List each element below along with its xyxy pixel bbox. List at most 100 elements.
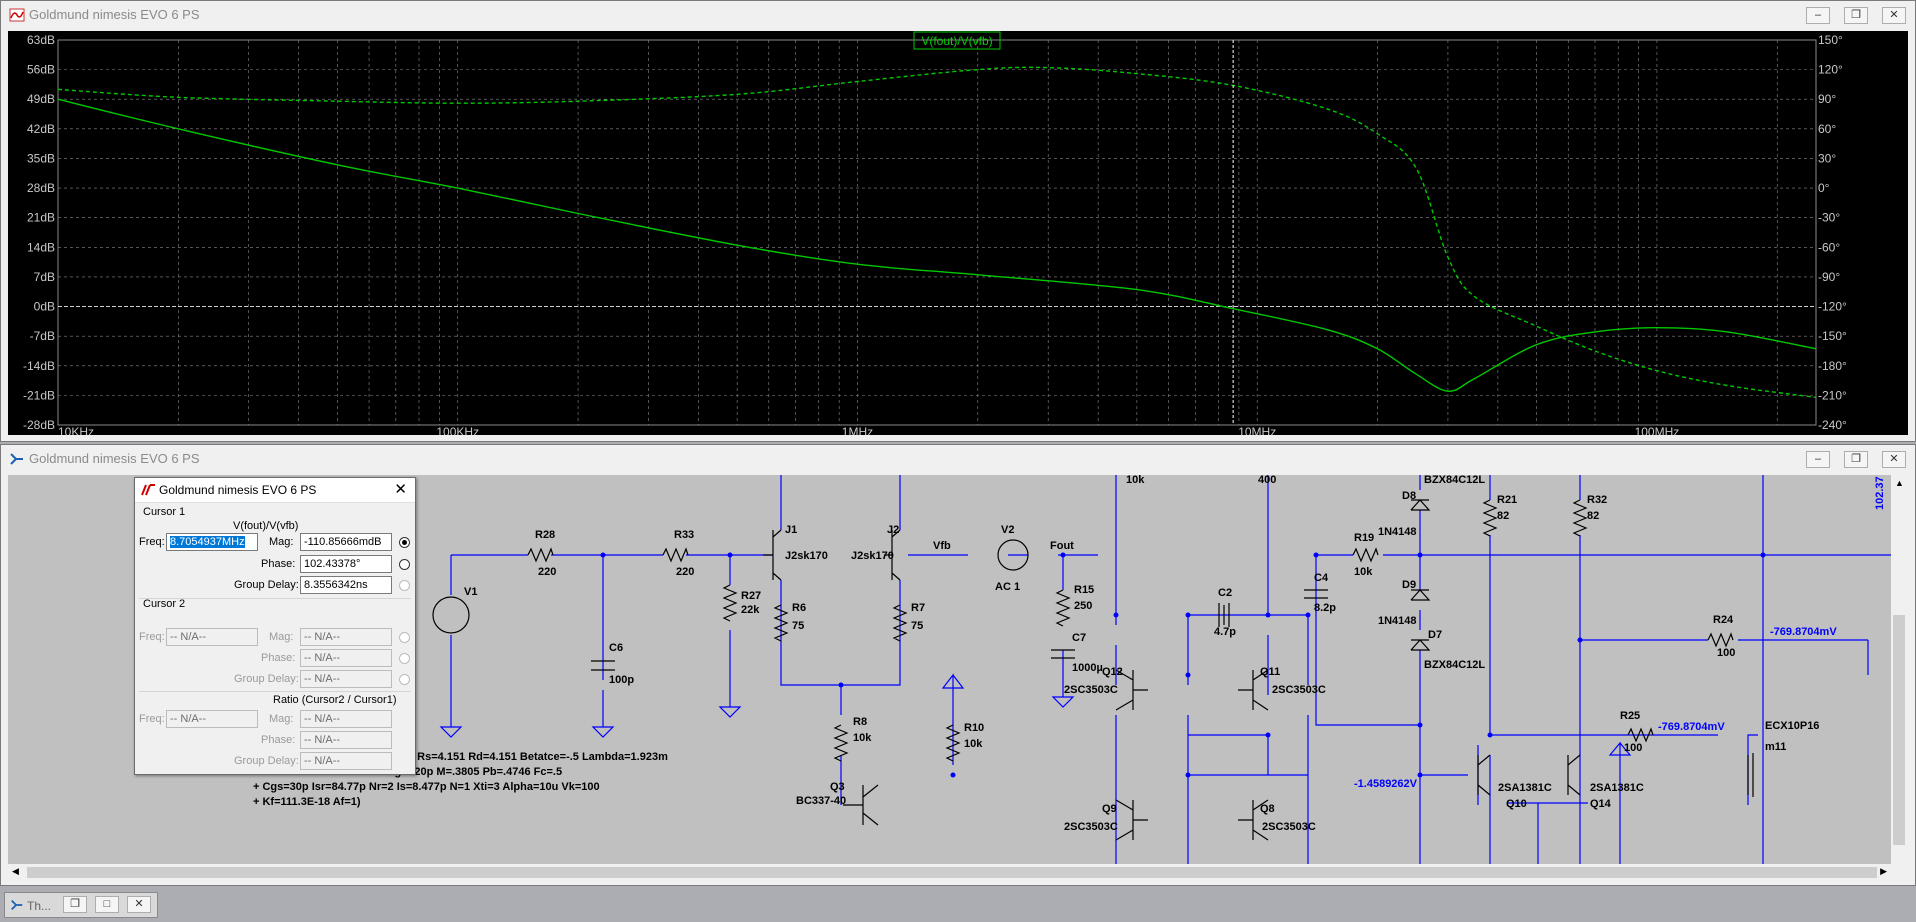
label-c4-value: 8.2p	[1314, 602, 1336, 614]
scroll-left-arrow[interactable]: ◀	[12, 866, 19, 876]
label-q3: Q3	[830, 781, 845, 793]
label-r21: R21	[1497, 494, 1517, 506]
group-delay-radio-2[interactable]	[399, 674, 410, 685]
minimized-window-bar: Th... ❐ □ ✕	[0, 890, 1916, 922]
vertical-scroll-thumb[interactable]	[1893, 615, 1905, 845]
schematic-small-icon	[11, 900, 23, 910]
label-q14-model: 2SA1381C	[1590, 782, 1644, 794]
voltage-label-1: -769.8704mV	[1770, 626, 1837, 638]
label-r33-value: 220	[676, 566, 694, 578]
label-q12-model: 2SC3503C	[1064, 684, 1118, 696]
label-r7-value: 75	[911, 620, 923, 632]
phase-label-ratio: Phase:	[261, 734, 296, 746]
cursor-1-group-delay-field[interactable]: 8.3556342ns	[300, 576, 392, 594]
trace-label[interactable]: V(fout)/V(vfb)	[921, 34, 992, 48]
label-j1-model: J2sk170	[785, 550, 828, 562]
y-right-tick-label: -30°	[1818, 211, 1840, 225]
cursor-1-phase-field[interactable]: 102.43378°	[300, 555, 392, 573]
label-q10: Q10	[1506, 798, 1527, 810]
horizontal-scroll-thumb[interactable]	[27, 867, 1877, 878]
cursor-1-mag-field[interactable]: -110.85666mdB	[300, 533, 392, 551]
label-q3-model: BC337-40	[796, 795, 846, 807]
cursor-dialog-titlebar[interactable]: Goldmund nimesis EVO 6 PS ✕	[135, 478, 415, 503]
label-r25-value: 100	[1624, 742, 1642, 754]
y-left-tick-label: 42dB	[27, 122, 55, 136]
cursor-1-group-label: Cursor 1	[143, 506, 186, 518]
maximize-button[interactable]: ❐	[1844, 7, 1868, 24]
taskbar-maximize-button[interactable]: □	[95, 896, 119, 913]
y-left-tick-label: -21dB	[23, 388, 55, 402]
y-left-tick-label: -7dB	[30, 329, 55, 343]
voltage-labels: -769.8704mV -769.8704mV -1.4589262V 102.…	[1354, 476, 1886, 790]
schematic-drawing[interactable]: R28 220 R33 220 V1 C6 100p R27 22k J1 J2…	[8, 475, 1891, 864]
label-m11: m11	[1765, 741, 1786, 753]
schematic-components	[432, 499, 1754, 841]
y-left-tick-label: 0dB	[34, 300, 55, 314]
y-left-tick-label: -28dB	[23, 418, 55, 432]
mag-radio-2[interactable]	[399, 632, 410, 643]
x-tick-label: 100MHz	[1635, 425, 1680, 435]
schematic-horizontal-scrollbar[interactable]: ◀ ▶	[8, 864, 1891, 881]
cursor-dialog-title: Goldmund nimesis EVO 6 PS	[159, 483, 317, 497]
schematic-labels: R28 220 R33 220 V1 C6 100p R27 22k J1 J2…	[464, 475, 1819, 833]
y-right-tick-label: 120°	[1818, 63, 1843, 77]
y-right-tick-label: -240°	[1818, 418, 1847, 432]
mag-label-1: Mag:	[269, 536, 294, 548]
divider-2	[139, 691, 411, 692]
label-r19: R19	[1354, 532, 1374, 544]
phase-radio-1[interactable]	[399, 559, 410, 570]
label-c2: C2	[1218, 587, 1232, 599]
y-left-tick-label: -14dB	[23, 359, 55, 373]
label-r6-value: 75	[792, 620, 804, 632]
y-right-tick-label: 0°	[1818, 181, 1830, 195]
label-r10-value: 10k	[964, 738, 983, 750]
label-r25: R25	[1620, 710, 1640, 722]
label-d7-model: BZX84C12L	[1424, 659, 1485, 671]
y-left-tick-label: 49dB	[27, 92, 55, 106]
plot-window-titlebar[interactable]: Goldmund nimesis EVO 6 PS – ❐ ✕	[1, 1, 1915, 29]
label-r28-value: 220	[538, 566, 556, 578]
voltage-label-2: -769.8704mV	[1658, 721, 1725, 733]
x-tick-label: 100KHz	[436, 425, 479, 435]
label-j1: J1	[785, 524, 797, 536]
label-r19-value: 10k	[1354, 566, 1373, 578]
plot-grid	[57, 39, 1817, 426]
label-r15-value: 250	[1074, 600, 1092, 612]
y-right-tick-label: 150°	[1818, 33, 1843, 47]
label-d9: D9	[1402, 579, 1416, 591]
label-c4: C4	[1314, 572, 1329, 584]
cursor-1-freq-field[interactable]: 8.7054937MHz	[166, 533, 258, 551]
y-left-tick-label: 35dB	[27, 151, 55, 165]
group-delay-radio-1[interactable]	[399, 580, 410, 591]
group-delay-label-1: Group Delay:	[234, 579, 299, 591]
schematic-vertical-scrollbar[interactable]: ▲	[1891, 475, 1908, 864]
label-r8: R8	[853, 716, 867, 728]
y-right-tick-label: -180°	[1818, 359, 1847, 373]
label-j2-model: J2sk170	[851, 550, 894, 562]
bode-plot-chart[interactable]: 63dB56dB49dB42dB35dB28dB21dB14dB7dB0dB-7…	[8, 31, 1908, 439]
schematic-minimize-button[interactable]: –	[1806, 451, 1830, 468]
waveform-icon	[9, 8, 25, 22]
plot-traces	[57, 66, 1817, 399]
schematic-maximize-button[interactable]: ❐	[1844, 451, 1868, 468]
phase-radio-2[interactable]	[399, 653, 410, 664]
taskbar-restore-button[interactable]: ❐	[63, 896, 87, 913]
y-right-tick-label: 90°	[1818, 92, 1836, 106]
mag-radio-1[interactable]	[399, 537, 410, 548]
cursor-dialog-close-icon[interactable]: ✕	[394, 481, 407, 498]
minimize-button[interactable]: –	[1806, 7, 1830, 24]
label-q8: Q8	[1260, 803, 1275, 815]
scroll-right-arrow[interactable]: ▶	[1880, 866, 1887, 876]
label-bzx-top: BZX84C12L	[1424, 475, 1485, 486]
y-left-tick-label: 56dB	[27, 63, 55, 77]
ratio-group-label: Ratio (Cursor2 / Cursor1)	[273, 694, 397, 706]
close-button[interactable]: ✕	[1882, 7, 1906, 24]
schematic-window-titlebar[interactable]: Goldmund nimesis EVO 6 PS – ❐ ✕	[1, 445, 1915, 473]
minimized-window[interactable]: Th... ❐ □ ✕	[4, 892, 158, 918]
taskbar-close-button[interactable]: ✕	[127, 896, 151, 913]
scroll-up-arrow[interactable]: ▲	[1895, 478, 1904, 488]
model-line-3: + Cgs=30p Isr=84.77p Nr=2 Is=8.477p N=1 …	[253, 781, 600, 793]
schematic-close-button[interactable]: ✕	[1882, 451, 1906, 468]
